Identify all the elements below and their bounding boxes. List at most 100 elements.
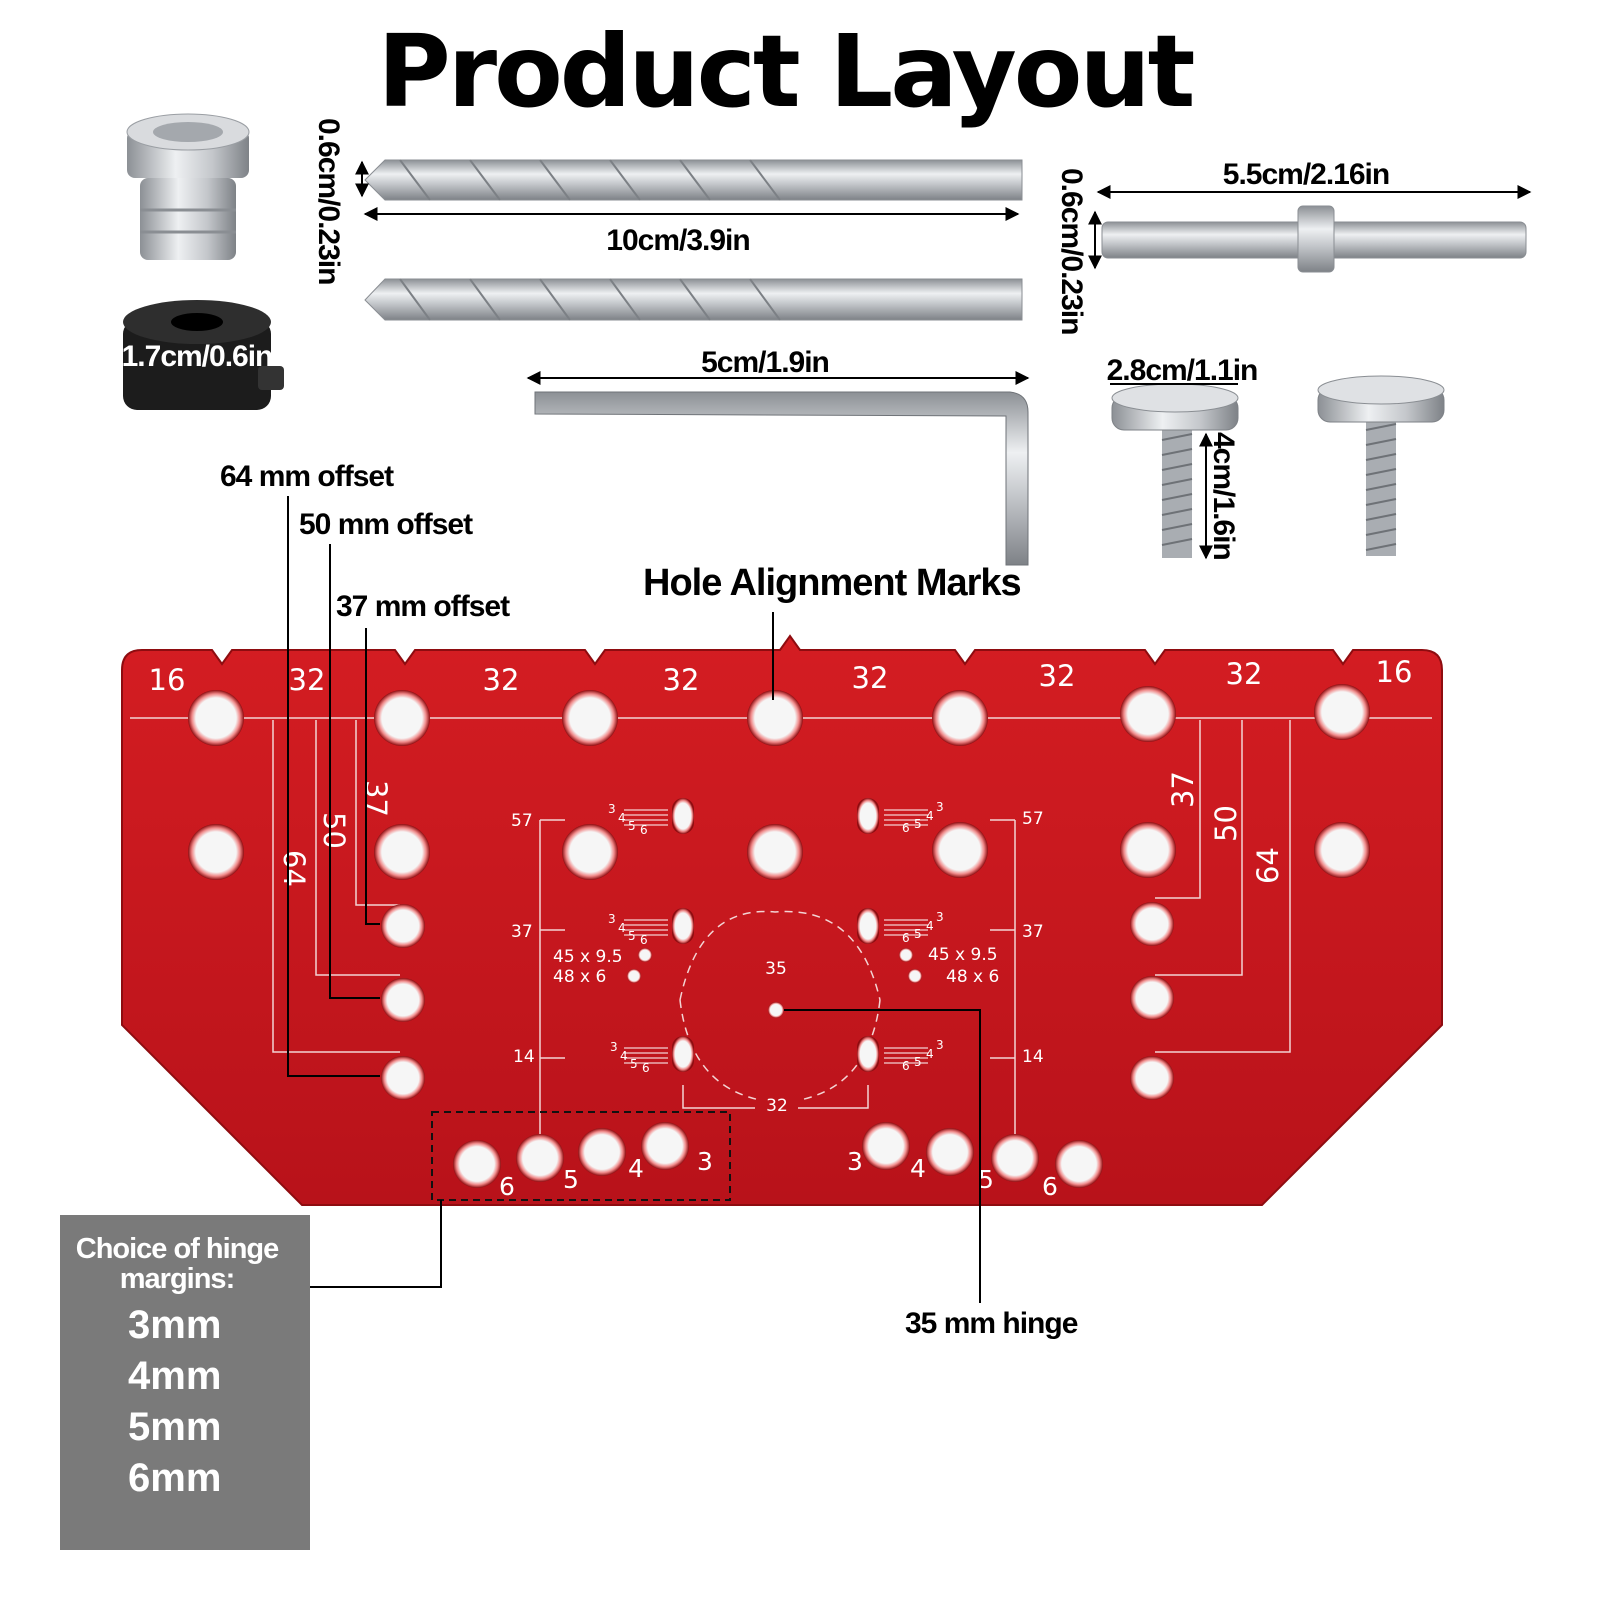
plate-hole <box>374 824 430 880</box>
plate-hole <box>188 690 244 746</box>
thumb-screw-left <box>1111 383 1239 558</box>
offset-hole <box>381 904 425 948</box>
side-offset-right: 64 <box>1251 847 1285 884</box>
drill-bit-length-label: 10cm/3.9in <box>606 224 749 257</box>
top-mark: 32 <box>1039 659 1076 693</box>
top-mark: 32 <box>663 663 700 697</box>
scale-digit: 6 <box>640 933 648 947</box>
plate-hole <box>747 824 803 880</box>
scale-digit: 3 <box>610 1040 618 1054</box>
hinge-margin-item: 5mm <box>128 1405 221 1449</box>
plate-hole <box>562 824 618 880</box>
margin-number-right: 5 <box>978 1165 994 1194</box>
side-offset-left: 50 <box>317 812 351 849</box>
thumb-screw-right <box>1317 375 1445 556</box>
margin-highlight-box <box>431 1111 731 1201</box>
plate-hole <box>562 690 618 746</box>
offset-hole <box>1130 976 1174 1020</box>
hinge-size-left: 45 x 9.5 <box>553 947 623 967</box>
scale-digit: 3 <box>936 800 944 814</box>
top-mark: 16 <box>1376 655 1413 689</box>
small-hole <box>908 969 922 983</box>
side-offset-right: 37 <box>1166 771 1200 808</box>
margin-hole <box>453 1140 501 1188</box>
plate-hole <box>1314 822 1370 878</box>
plate-hole <box>932 690 988 746</box>
margin-number-right: 3 <box>847 1147 863 1176</box>
scale-digit: 3 <box>936 1038 944 1052</box>
drill-bit-bottom <box>364 278 1023 321</box>
hinge-margins-panel <box>60 1215 310 1550</box>
scale-digit: 5 <box>914 1055 922 1069</box>
small-hole <box>899 948 913 962</box>
margin-hole <box>641 1122 689 1170</box>
scale-digit: 5 <box>628 819 636 833</box>
stop-collar <box>123 300 284 410</box>
hinge-jig-plate <box>121 634 1443 1206</box>
scale-digit: 6 <box>902 1059 910 1073</box>
plate-hole <box>1120 686 1176 742</box>
hex-key <box>534 391 1029 566</box>
drill-bit-top <box>364 159 1023 201</box>
offset-64-label: 64 mm offset <box>220 460 394 493</box>
scale-digit: 3 <box>608 912 616 926</box>
hinge-size-right: 45 x 9.5 <box>928 945 998 965</box>
hinge-margin-item: 6mm <box>128 1456 221 1500</box>
top-mark: 32 <box>852 661 889 695</box>
scale-digit: 3 <box>936 910 944 924</box>
offset-50-label: 50 mm offset <box>299 508 473 541</box>
row-mark-right: 14 <box>1022 1047 1044 1067</box>
margin-number-right: 4 <box>910 1154 926 1183</box>
drill-guide-bushing <box>126 113 250 260</box>
scale-digit: 4 <box>926 919 934 933</box>
hinge-35-label: 35 mm hinge <box>905 1307 1078 1340</box>
plate-hole <box>1120 822 1176 878</box>
hinge-size-right: 48 x 6 <box>946 967 999 987</box>
plate-slots <box>672 798 879 1072</box>
hinge-margin-item: 3mm <box>128 1303 221 1347</box>
scale-digit: 4 <box>926 809 934 823</box>
plate-hole <box>932 822 988 878</box>
top-mark: 32 <box>289 663 326 697</box>
scale-digit: 4 <box>926 1047 934 1061</box>
margin-hole <box>991 1134 1039 1182</box>
offset-hole <box>1130 902 1174 946</box>
small-hole <box>627 969 641 983</box>
scale-digit: 3 <box>608 802 616 816</box>
margin-number-left: 4 <box>628 1154 644 1183</box>
page-title: Product Layout <box>378 13 1194 130</box>
top-mark: 32 <box>1226 657 1263 691</box>
row-mark-left: 37 <box>511 922 533 942</box>
side-offset-left: 37 <box>359 780 393 817</box>
margin-number-right: 6 <box>1042 1172 1058 1201</box>
scale-digit: 5 <box>914 817 922 831</box>
small-hole <box>638 948 652 962</box>
margin-hole <box>578 1128 626 1176</box>
plate-slot <box>672 908 694 944</box>
scale-digit: 4 <box>620 1049 628 1063</box>
drill-bit-diameter-label: 0.6cm/0.23in <box>312 118 345 284</box>
margin-hole <box>1055 1140 1103 1188</box>
center-mark-bottom: 32 <box>766 1096 788 1116</box>
margin-hole <box>862 1122 910 1170</box>
margin-hole <box>516 1134 564 1182</box>
scale-digit: 5 <box>628 929 636 943</box>
plate-hole <box>188 824 244 880</box>
pin-diameter-label: 0.6cm/0.23in <box>1055 168 1088 334</box>
scale-digit: 6 <box>642 1061 650 1075</box>
margin-number-left: 5 <box>563 1165 579 1194</box>
side-offset-left: 64 <box>277 850 311 887</box>
row-marks: 57 37 14 57 37 14 <box>511 809 1044 1067</box>
margin-number-left: 6 <box>499 1172 515 1201</box>
alignment-pin <box>1101 205 1527 273</box>
stop-collar-diameter-label: 1.7cm/0.6in <box>122 340 273 373</box>
plate-hole <box>747 690 803 746</box>
top-spacing-marks: 16 32 32 32 32 32 32 16 <box>149 655 1413 697</box>
margin-hole <box>926 1128 974 1176</box>
center-mark-top: 35 <box>765 959 787 979</box>
scale-digit: 5 <box>630 1057 638 1071</box>
leader-lines <box>287 496 981 1303</box>
hinge-size-left: 48 x 6 <box>553 967 606 987</box>
offset-37-label: 37 mm offset <box>336 590 510 623</box>
hinge-margin-item: 4mm <box>128 1354 221 1398</box>
